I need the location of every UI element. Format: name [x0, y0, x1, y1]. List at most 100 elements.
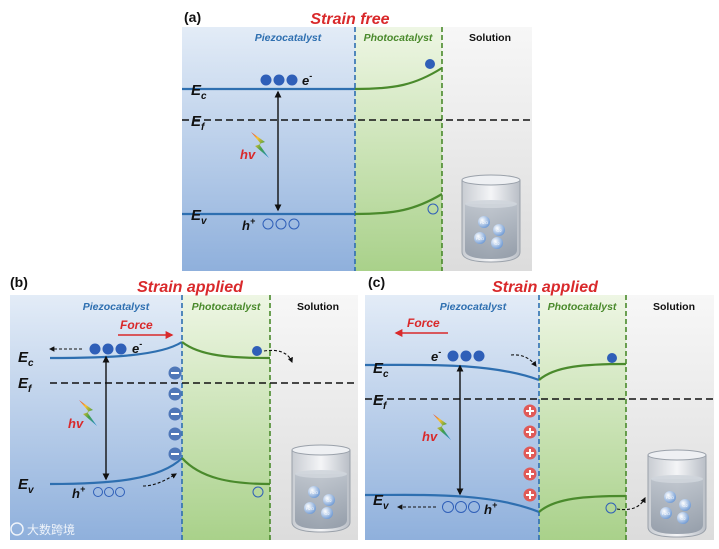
panel-c-positive-charges — [523, 404, 537, 502]
panel-a-ec-band-photo — [354, 67, 443, 91]
panel-b-surface-electron — [252, 346, 262, 356]
molecule — [308, 486, 320, 498]
panel-b-photo-label: Photocatalyst — [192, 301, 261, 313]
panel-c-ev-band-photo — [538, 494, 627, 513]
panel-b-electron — [89, 343, 101, 355]
positive-charge-icon — [523, 488, 537, 502]
molecule — [491, 237, 503, 249]
positive-charge-icon — [523, 446, 537, 460]
panel-a: (a) Strain free Piezocatalyst Photocatal… — [182, 9, 532, 271]
panel-c-ec-band-piezo — [364, 363, 540, 382]
panel-b: (b) Strain applied Piezocatalyst Photoca… — [10, 274, 358, 540]
molecule-label: H2O — [476, 236, 484, 241]
molecule — [323, 494, 335, 506]
panel-b-ev-band-photo — [181, 457, 271, 486]
panel-a-ev-band-photo — [354, 193, 443, 216]
panel-a-electron — [260, 74, 272, 86]
negative-charge-icon — [168, 366, 182, 380]
panel-b-surface-hole — [252, 486, 264, 498]
panel-b-solution-label: Solution — [297, 301, 339, 313]
panel-a-ec-label: Ec — [191, 82, 207, 102]
panel-c-hole — [455, 501, 467, 513]
panel-a-hole — [275, 218, 287, 230]
panel-c-electron — [460, 350, 472, 362]
panel-c-photo-label: Photocatalyst — [548, 301, 617, 313]
positive-charge-icon — [523, 467, 537, 481]
panel-c-surface-hole — [605, 502, 617, 514]
panel-b-negative-charges — [168, 366, 182, 461]
panel-a-ev-label: Ev — [191, 207, 208, 227]
panel-c-hole — [468, 501, 480, 513]
positive-charge-icon — [523, 404, 537, 418]
panel-b-force-label: Force — [120, 318, 153, 332]
panel-c-surface-electron — [607, 353, 617, 363]
watermark-text: 大数跨境 — [27, 522, 75, 537]
panel-a-surface-hole — [427, 203, 439, 215]
panel-c-electron-label: e- — [431, 347, 441, 364]
panel-a-beaker: H2O O2 H2O O2 — [461, 174, 521, 263]
panel-a-tag: (a) — [184, 9, 201, 25]
panel-c-ec-label: Ec — [373, 360, 389, 380]
panel-c-electron-flow-arrow — [510, 354, 537, 367]
molecule — [478, 216, 490, 228]
molecule-label: H2O — [310, 490, 318, 495]
panel-c-title: Strain applied — [492, 279, 599, 296]
panel-c-photo-region — [539, 295, 626, 540]
panel-a-hole — [288, 218, 300, 230]
molecule-label: O2 — [682, 503, 688, 508]
molecule — [474, 232, 486, 244]
panel-c-ec-band-photo — [538, 362, 627, 381]
panel-c-transfer-arrow — [616, 497, 646, 511]
molecule — [660, 507, 672, 519]
panel-b-hole-label: h+ — [72, 484, 86, 501]
panel-b-tag: (b) — [10, 274, 28, 290]
molecule — [493, 224, 505, 236]
panel-b-hole — [115, 487, 125, 497]
molecule-label: O2 — [324, 511, 330, 516]
panel-a-electron — [286, 74, 298, 86]
panel-b-ev-label: Ev — [18, 476, 35, 496]
panel-c-solution-label: Solution — [653, 301, 695, 313]
panel-c-electron — [447, 350, 459, 362]
panel-b-ec-label: Ec — [18, 349, 34, 369]
panel-c-beaker: H2O O2 H2O O2 — [647, 449, 707, 538]
panel-b-electron — [102, 343, 114, 355]
molecule — [304, 502, 316, 514]
molecule-label: H2O — [666, 495, 674, 500]
panel-a-hole — [262, 218, 274, 230]
panel-b-ef-label: Ef — [18, 375, 33, 395]
panel-b-ec-band-piezo — [49, 341, 183, 360]
panel-c-photon-label: hv — [422, 429, 438, 444]
panel-a-ef-label: Ef — [191, 113, 206, 133]
panel-a-photon-label: hv — [240, 147, 256, 162]
panel-c-piezo-region — [365, 295, 539, 540]
panel-b-transfer-arrow — [263, 349, 293, 364]
panel-c-force-label: Force — [407, 316, 440, 330]
molecule — [321, 507, 333, 519]
molecule — [679, 499, 691, 511]
molecule-label: H2O — [662, 511, 670, 516]
molecule-label: O2 — [680, 516, 686, 521]
panel-b-hole-flow-arrow — [142, 473, 177, 487]
panel-a-piezo-label: Piezocatalyst — [255, 32, 322, 44]
panel-a-electron — [273, 74, 285, 86]
panel-a-title: Strain free — [310, 11, 389, 28]
panel-b-beaker: H2O O2 H2O O2 — [291, 444, 351, 533]
positive-charge-icon — [523, 425, 537, 439]
panel-b-photon-label: hv — [68, 416, 84, 431]
panel-b-piezo-region — [10, 295, 182, 540]
panel-c-tag: (c) — [368, 274, 385, 290]
panel-b-hole — [93, 487, 103, 497]
watermark-logo-icon — [10, 522, 24, 536]
panel-c-hole-label: h+ — [484, 500, 498, 517]
panel-a-electron-label: e- — [302, 71, 312, 88]
molecule-label: O2 — [326, 498, 332, 503]
negative-charge-icon — [168, 427, 182, 441]
negative-charge-icon — [168, 387, 182, 401]
panel-c-ef-label: Ef — [373, 392, 388, 412]
panel-b-photo-region — [182, 295, 270, 540]
panel-b-title: Strain applied — [137, 279, 244, 296]
panel-c-ev-label: Ev — [373, 492, 390, 512]
